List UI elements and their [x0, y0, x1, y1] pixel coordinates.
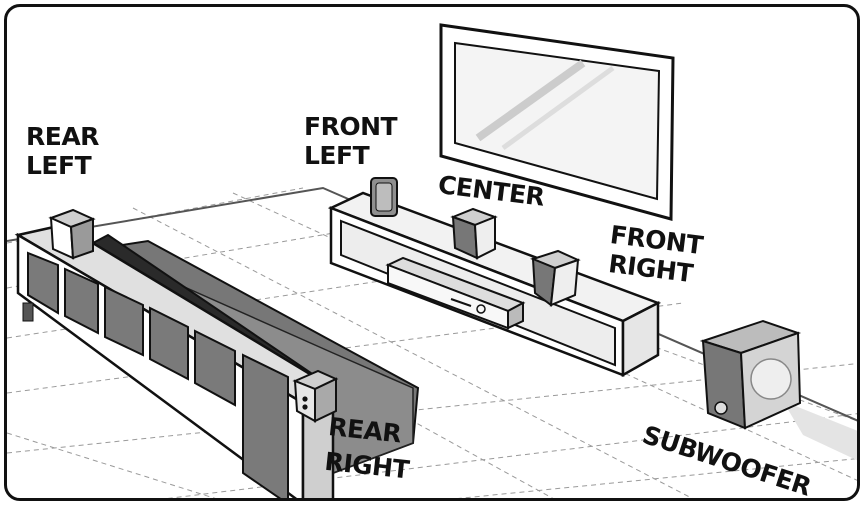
disc-player-icon — [385, 256, 526, 330]
wall-floor-line — [7, 186, 857, 422]
room-diagram — [7, 23, 857, 498]
center-speaker — [450, 207, 498, 260]
subwoofer-icon — [699, 319, 857, 461]
speaker-icon — [48, 177, 581, 423]
diagram-frame — [4, 4, 860, 501]
rear-left-speaker — [48, 208, 96, 260]
sofa-icon — [14, 223, 420, 498]
front-left-speaker — [370, 177, 398, 217]
rear-right-speaker — [292, 369, 339, 423]
tv-icon — [439, 23, 675, 221]
front-right-speaker — [530, 249, 581, 307]
